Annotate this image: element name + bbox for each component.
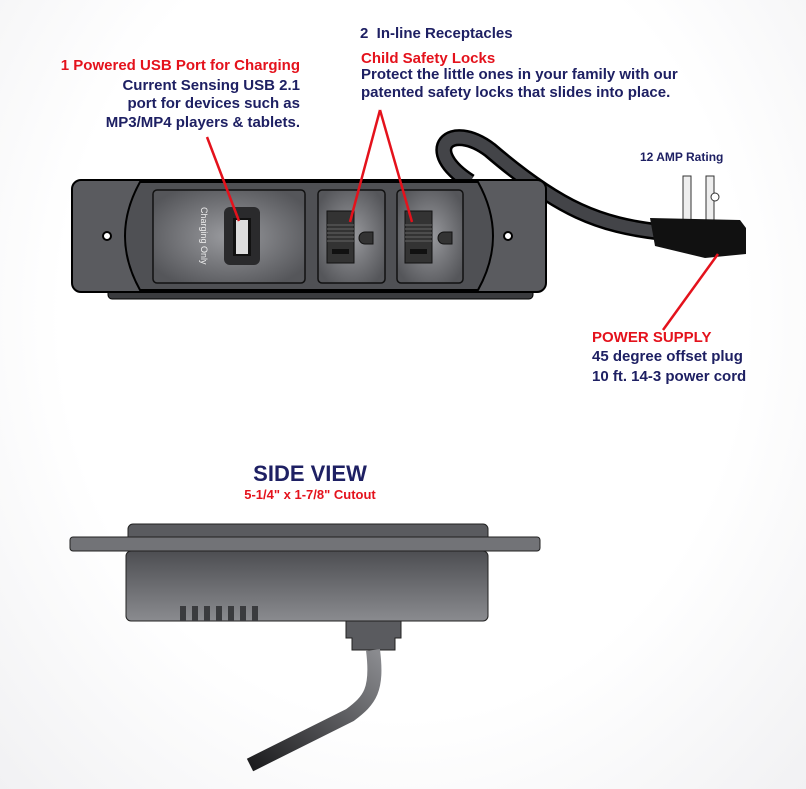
screw-hole-left bbox=[102, 231, 112, 241]
receptacles-title: 2 In-line Receptacles bbox=[360, 25, 513, 42]
usb-line: Current Sensing USB 2.1 bbox=[122, 77, 300, 94]
usb-line: port for devices such as bbox=[127, 95, 300, 112]
power-cord bbox=[435, 129, 661, 241]
power-line: 45 degree offset plug bbox=[592, 348, 743, 365]
power-title: POWER SUPPLY bbox=[592, 329, 712, 346]
amp-rating: 12 AMP Rating bbox=[640, 150, 724, 164]
side-view-device bbox=[69, 523, 541, 772]
cutout-dimensions: 5-1/4" x 1-7/8" Cutout bbox=[244, 487, 376, 502]
plug-icon bbox=[650, 175, 746, 258]
safety-locks-title: Child Safety Locks bbox=[361, 50, 496, 67]
front-view-device: Charging Only bbox=[71, 179, 547, 300]
callout-lines bbox=[205, 109, 720, 331]
power-line: 10 ft. 14-3 power cord bbox=[592, 368, 747, 385]
side-view-title: SIDE VIEW bbox=[253, 461, 367, 486]
receptacles-line: patented safety locks that slides into p… bbox=[361, 84, 671, 101]
usb-line: MP3/MP4 players & tablets. bbox=[105, 114, 300, 131]
charging-only-label: Charging Only bbox=[199, 207, 209, 265]
receptacles-line: Protect the little ones in your family w… bbox=[361, 66, 678, 83]
screw-hole-right bbox=[503, 231, 513, 241]
usb-title: 1 Powered USB Port for Charging bbox=[60, 57, 300, 74]
